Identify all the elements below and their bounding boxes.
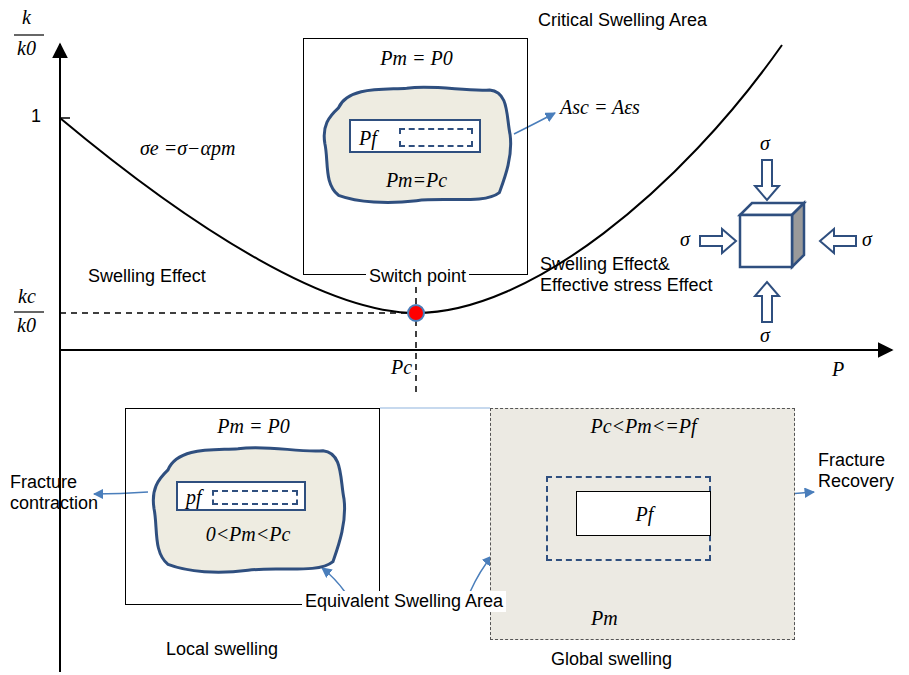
leader-arrow [470, 556, 492, 592]
axis-label: kc [18, 285, 36, 308]
leader-arrow [94, 492, 148, 494]
stress-cube [740, 203, 804, 267]
node-text: Global swelling [551, 649, 672, 670]
permeability-curve [60, 45, 782, 313]
stress-label: σ [760, 132, 770, 155]
axis-label: Pc [388, 356, 415, 379]
matrix-blob: 0<Pm<Pcpf [148, 441, 348, 576]
node-text: Pm = P0 [217, 415, 289, 438]
link-line [380, 408, 490, 409]
node-text: Local swelling [166, 639, 278, 660]
node-text: Pm [591, 607, 618, 630]
fracture-box: Pf [349, 119, 481, 153]
stress-arrow [700, 160, 856, 322]
dashed-fracture-outline [212, 490, 298, 505]
axis-label: k [22, 6, 31, 29]
stress-label: σ [862, 228, 872, 251]
node-text: Pm = P0 [380, 47, 452, 70]
guide-line [60, 312, 416, 314]
axis-label: P [832, 358, 844, 381]
fraction-bar [14, 34, 44, 35]
blob-outline [153, 448, 344, 573]
equation-label: Asc = Aεs [560, 96, 640, 119]
axis-label: k0 [17, 37, 36, 60]
x-axis [60, 349, 892, 351]
callout-label: Equivalent Swelling Area [302, 591, 506, 612]
node-text: Pc<Pm<=Pf [590, 415, 696, 438]
inset-box: Pm = P0 Pm=Pc Pf [303, 38, 528, 275]
callout-label: Fracture contraction [10, 472, 92, 513]
dashed-fracture-outline [399, 128, 473, 147]
tick-label: 1 [31, 106, 41, 127]
region-label: Swelling Effect [88, 266, 206, 287]
node-text: Pf [636, 503, 654, 526]
axis-label: k0 [17, 314, 36, 337]
stress-label: σ [680, 228, 690, 251]
global-swelling-box: Pc<Pm<=PfPmGlobal swellingPf [490, 408, 795, 640]
switch-point-dot [408, 305, 424, 321]
y-axis [59, 44, 61, 672]
matrix-blob: Pm=Pc Pf [319, 81, 514, 206]
blob-outline [324, 87, 511, 202]
callout-label: Critical Swelling Area [538, 10, 707, 31]
node-text: pf [186, 486, 202, 509]
region-label: Swelling Effect& Effective stress Effect [540, 254, 740, 295]
leader-arrow [514, 113, 555, 134]
node-text: Pf [359, 127, 377, 150]
node-text: Pm=Pc [386, 169, 447, 192]
equation-label: σe =σ−αpm [140, 137, 236, 160]
guide-line [415, 276, 417, 396]
leader-arrow [322, 568, 345, 592]
fraction-bar [14, 311, 44, 312]
fracture-box: Pf [576, 491, 711, 536]
node-text: 0<Pm<Pc [206, 523, 291, 546]
callout-label: Fracture Recovery [818, 450, 904, 491]
local-swelling-box: Pm = P0Local swelling0<Pm<Pcpf [125, 408, 380, 605]
stress-label: σ [760, 324, 770, 347]
fracture-box: pf [176, 481, 306, 511]
point-label: Switch point [366, 266, 469, 287]
